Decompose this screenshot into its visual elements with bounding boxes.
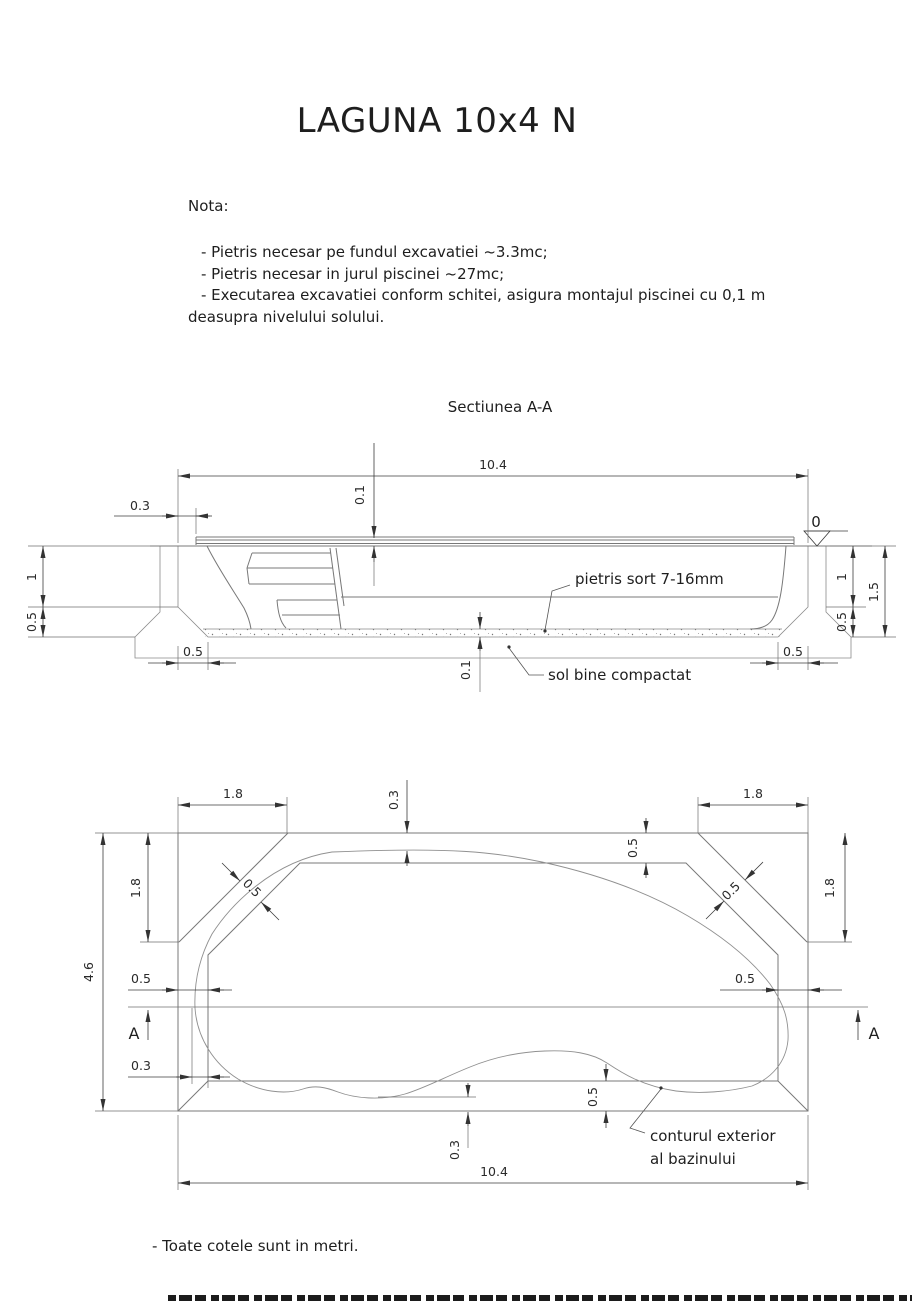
plan-dim-corner-left: 1.8: [128, 833, 179, 943]
notes-heading: Nota:: [188, 197, 229, 215]
plan-dim-gap-bottom-center: 0.3: [378, 1083, 476, 1160]
dim-label: 0.1: [352, 485, 367, 505]
dim-label: 0.5: [585, 1087, 600, 1107]
dim-label: 1.8: [743, 786, 763, 801]
plan-dim-width: 10.4: [177, 1115, 809, 1190]
dim-label: 0.3: [386, 790, 401, 810]
plan-dim-band-top: 0.5: [625, 818, 649, 878]
plan-dim-corner-right: 1.8: [807, 833, 852, 943]
note-line: - Pietris necesar in jurul piscinei ~27m…: [201, 264, 505, 283]
plan-dim-band-mid-right: 0.5: [720, 971, 842, 993]
section-marker-a-left: A: [129, 1024, 140, 1043]
dim-label: 1: [834, 573, 849, 581]
plan-dim-top-gap: 0.3: [386, 780, 410, 866]
plan-dim-band-mid-left: 0.5: [128, 971, 232, 993]
excavation-outer-contour: [177, 832, 809, 1112]
dim-label: 10.4: [479, 457, 507, 472]
section-dim-width: 10.4: [177, 457, 809, 543]
dim-label: 0.5: [183, 644, 203, 659]
section-dim-slope-run-left: 0.5: [148, 642, 236, 670]
section-dim-edge-gap: 0.3: [114, 498, 212, 534]
pool-contour-annotation: conturul exterior al bazinului: [629, 1086, 776, 1168]
dim-label: 4.6: [81, 962, 96, 982]
contour-annotation-line2: al bazinului: [650, 1150, 736, 1168]
contour-annotation-line1: conturul exterior: [650, 1127, 776, 1145]
dim-label: 1.8: [128, 878, 143, 898]
note-line: - Executarea excavatiei conform schitei,…: [201, 286, 766, 304]
plan-dim-band-bottom: 0.5: [585, 1064, 609, 1128]
gravel-annotation-label: pietris sort 7-16mm: [575, 570, 724, 588]
dim-label: 0.5: [131, 971, 151, 986]
section-dims-depth-left: 1 0.5: [24, 545, 178, 638]
dim-label: 0.5: [783, 644, 803, 659]
note-line: - Pietris necesar pe fundul excavatiei ~…: [201, 243, 548, 261]
plan-dim-corner-top-right: 1.8: [697, 786, 809, 833]
plan-dim-band-chamfer-left: 0.5: [221, 862, 280, 921]
dim-label: 0.3: [447, 1140, 462, 1160]
soil-annotation-label: sol bine compactat: [548, 666, 691, 684]
dim-label: 0.5: [735, 971, 755, 986]
section-title: Sectiunea A-A: [448, 398, 553, 416]
section-dim-slope-run-right: 0.5: [750, 642, 838, 670]
gravel-layer: [203, 629, 782, 637]
cutoff-text-strip: [168, 1295, 912, 1301]
soil-hatch-area: [134, 545, 852, 659]
dim-label: 0.1: [458, 660, 473, 680]
level-zero-marker: 0: [803, 513, 848, 547]
excavation-inner-contour: [207, 862, 779, 1082]
footer-note: - Toate cotele sunt in metri.: [152, 1237, 359, 1255]
section-marker-a-right: A: [869, 1024, 880, 1043]
plan-dim-band-chamfer-right: 0.5: [705, 861, 764, 920]
plan-dim-corner-top-left: 1.8: [177, 786, 288, 833]
dim-label: 0.3: [131, 1058, 151, 1073]
dim-label: 0.5: [24, 612, 39, 632]
dim-label: 0.5: [834, 612, 849, 632]
plan-dim-gap-bottom-left: 0.3: [128, 1008, 230, 1088]
pool-rim: [195, 536, 795, 545]
gravel-annotation: pietris sort 7-16mm: [543, 570, 724, 633]
dim-label: 1.8: [822, 878, 837, 898]
plan-dim-height: 4.6: [81, 832, 178, 1112]
level-zero-label: 0: [811, 513, 821, 531]
note-line: deasupra nivelului solului.: [188, 307, 385, 326]
dim-label: 1.8: [223, 786, 243, 801]
section-dim-rim-height: 0.1: [352, 443, 377, 586]
page-title: LAGUNA 10x4 N: [296, 101, 578, 141]
excavation-corner-chamfers: [177, 832, 809, 1112]
pool-steps: [246, 547, 345, 630]
dim-label: 0.3: [130, 498, 150, 513]
dim-label: 0.5: [625, 838, 640, 858]
section-line-aa: A A: [128, 1006, 880, 1043]
dim-label: 1: [24, 573, 39, 581]
dim-label: 10.4: [480, 1164, 508, 1179]
notes-block: Nota: - Pietris necesar pe fundul excava…: [188, 197, 765, 328]
soil-annotation: sol bine compactat: [507, 645, 691, 684]
section-dim-gravel: 0.1: [458, 612, 483, 692]
dim-label: 1.5: [866, 582, 881, 602]
pool-shell: [206, 545, 787, 630]
pool-contour: [194, 849, 789, 1099]
section-dims-depth-right: 1 0.5 1.5: [826, 545, 896, 638]
